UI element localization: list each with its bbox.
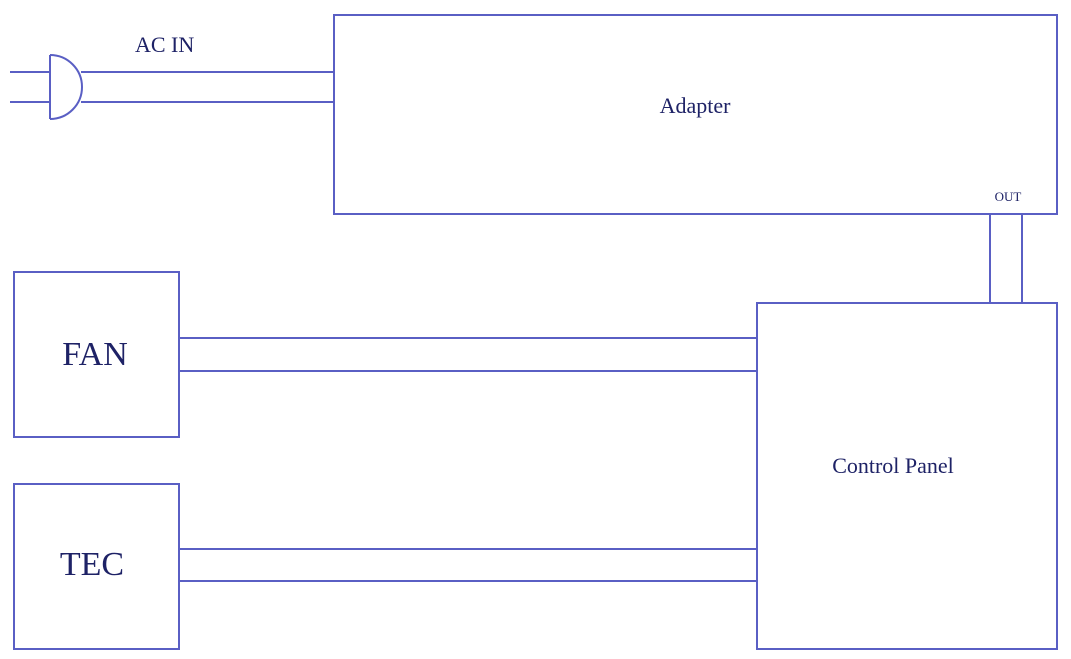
- adapter-block: [333, 14, 1058, 215]
- control-panel-block: [756, 302, 1058, 650]
- adapter-out-label: OUT: [995, 189, 1022, 204]
- tec-block: [13, 483, 180, 650]
- control-panel-label: Control Panel: [832, 453, 954, 478]
- ac-in-label: AC IN: [135, 32, 194, 57]
- ac-plug: [10, 54, 83, 120]
- fan-block: [13, 271, 180, 438]
- tec-label: TEC: [60, 546, 124, 583]
- adapter-label: Adapter: [660, 93, 732, 118]
- plug-body-arc: [49, 54, 83, 120]
- fan-label: FAN: [62, 336, 128, 373]
